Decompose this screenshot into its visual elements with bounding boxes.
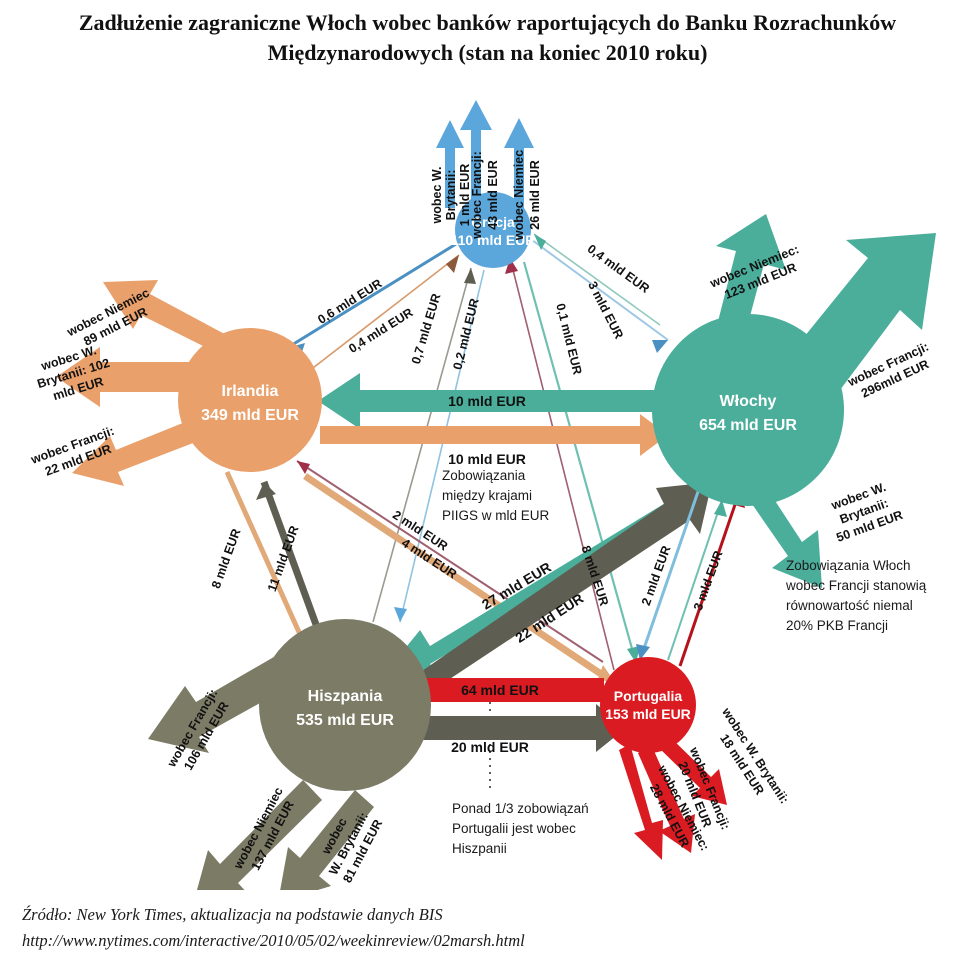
source-footer: Źródło: New York Times, aktualizacja na … (22, 902, 952, 954)
flow-label-spain-greece: 0,7 mld EUR (409, 292, 444, 366)
flow-portugal-spain (346, 660, 604, 720)
flow-spain-ireland-gray (256, 480, 322, 632)
flow-spain-italy (406, 482, 712, 700)
node-spain[interactable]: Hiszpania 535 mld EUR (259, 619, 431, 791)
spoke-portugal-germany (619, 744, 663, 860)
spoke-greece-uk (436, 120, 464, 208)
node-ireland[interactable]: Irlandia 349 mld EUR (178, 328, 322, 472)
node-ireland-name: Irlandia (222, 383, 279, 400)
spoke-greece-france (460, 100, 492, 210)
flow-spain-greece (372, 267, 476, 623)
spoke-italy-france (800, 233, 936, 390)
spoke-label-greece-germany: wobec Niemiec 26 mld EUR (512, 150, 542, 241)
flow-greece-ireland (299, 254, 460, 379)
spoke-label-greece-uk: wobec W. Brytanii: 1 mld EUR (430, 164, 472, 227)
svg-text:Hiszpanii: Hiszpanii (452, 841, 507, 856)
node-greece-name: Grecja (471, 214, 515, 230)
svg-text:43 mld EUR: 43 mld EUR (486, 160, 500, 229)
node-spain-value: 535 mld EUR (296, 712, 394, 729)
node-greece-value: 110 mld EUR (451, 232, 536, 248)
spoke-label-greece-france: wobec Francji: 43 mld EUR (470, 151, 500, 240)
source-line: Źródło: New York Times, aktualizacja na … (22, 905, 443, 924)
svg-text:wobec Francji:: wobec Francji: (470, 151, 484, 240)
spoke-spain-uk (280, 790, 374, 890)
node-italy[interactable]: Włochy 654 mld EUR (652, 314, 844, 506)
svg-text:PIIGS w mld EUR: PIIGS w mld EUR (442, 508, 550, 523)
svg-text:26 mld EUR: 26 mld EUR (528, 160, 542, 229)
flow-portugal-ireland (296, 460, 604, 663)
note-italy-france: Zobowiązania Włoch wobec Francji stanowi… (785, 558, 927, 633)
flow-italy-ireland (318, 373, 654, 429)
spoke-label-ireland-germany: wobec Niemiec 89 mld EUR (64, 286, 152, 349)
spoke-greece-germany (504, 118, 534, 210)
flow-greece-spain (394, 269, 485, 623)
flow-portugal-italy-2 (667, 499, 727, 661)
flow-ireland-italy (320, 414, 668, 456)
svg-text:wobec W.: wobec W. (430, 167, 444, 225)
spoke-ireland-germany (103, 280, 232, 356)
source-url[interactable]: http://www.nytimes.com/interactive/2010/… (22, 931, 525, 950)
node-portugal-name: Portugalia (614, 688, 683, 704)
flow-label-greece-portugal: 3 mld EUR (585, 279, 626, 341)
flow-label-ireland-greece: 0,6 mld EUR (315, 276, 384, 327)
node-portugal[interactable]: Portugalia 153 mld EUR (600, 657, 696, 753)
note-portugal-spain: Ponad 1/3 zobowiązań Portugalii jest wob… (452, 801, 589, 856)
flow-label-italy-ireland: 10 mld EUR (448, 393, 526, 409)
svg-text:równowartość niemal: równowartość niemal (786, 598, 913, 613)
flow-portugal-greece (505, 257, 615, 671)
spoke-spain-germany (196, 780, 322, 890)
svg-text:Zobowiązania: Zobowiązania (442, 468, 526, 483)
spoke-ireland-france (72, 416, 206, 486)
flow-label-ireland-italy: 10 mld EUR (448, 451, 526, 467)
flow-italy-greece (531, 239, 669, 353)
svg-text:wobec Francji stanowią: wobec Francji stanowią (785, 578, 927, 593)
svg-text:Ponad 1/3 zobowiązań: Ponad 1/3 zobowiązań (452, 801, 589, 816)
spoke-italy-germany (714, 214, 786, 346)
svg-text:Brytanii:: Brytanii: (444, 170, 458, 221)
flow-label-portugal-italy-3: 3 mld EUR (691, 549, 726, 613)
spoke-label-italy-uk: wobec W. Brytanii: 50 mld EUR (829, 480, 905, 545)
node-greece[interactable]: Grecja 110 mld EUR (451, 192, 536, 268)
flow-greece-italy-thin (533, 233, 661, 326)
diagram-canvas: Grecja 110 mld EUR Irlandia 349 mld EUR … (0, 90, 975, 890)
flow-label-greece-ireland: 0,4 mld EUR (346, 305, 415, 356)
node-ireland-value: 349 mld EUR (201, 407, 299, 424)
legend-block: Zobowiązania między krajami PIIGS w mld … (442, 468, 550, 523)
spoke-italy-uk (752, 490, 822, 588)
flow-label-greece-spain: 0,2 mld EUR (451, 297, 482, 371)
spoke-portugal-uk (655, 733, 727, 805)
node-spain-name: Hiszpania (308, 688, 383, 705)
svg-text:między krajami: między krajami (442, 488, 532, 503)
spoke-spain-france (148, 643, 303, 753)
node-portugal-value: 153 mld EUR (605, 706, 691, 722)
svg-text:wobec Niemiec: wobec Niemiec (512, 150, 526, 241)
flow-label-spain-portugal: 20 mld EUR (451, 739, 529, 755)
node-italy-name: Włochy (720, 393, 777, 410)
svg-text:Portugalii jest wobec: Portugalii jest wobec (452, 821, 576, 836)
flow-label-portugal-greece: 0,1 mld EUR (553, 302, 584, 376)
svg-text:Zobowiązania Włoch: Zobowiązania Włoch (786, 558, 911, 573)
spoke-portugal-france (638, 744, 695, 853)
svg-text:1 mld EUR: 1 mld EUR (458, 164, 472, 227)
node-italy-value: 654 mld EUR (699, 417, 797, 434)
flow-label-spain-ireland: 8 mld EUR (209, 527, 244, 591)
page-title: Zadłużenie zagraniczne Włoch wobec bankó… (78, 10, 897, 65)
svg-text:20% PKB Francji: 20% PKB Francji (786, 618, 888, 633)
spoke-ireland-uk (56, 347, 192, 407)
flow-label-portugal-spain: 64 mld EUR (461, 682, 539, 698)
flow-italy-portugal (636, 485, 702, 661)
